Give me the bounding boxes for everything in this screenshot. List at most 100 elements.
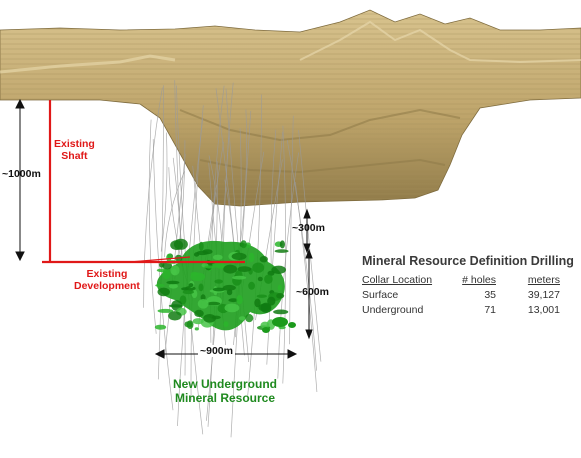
resource-block xyxy=(203,314,217,323)
resource-block xyxy=(162,262,173,270)
resource-block xyxy=(231,252,247,260)
resource-block xyxy=(194,309,204,317)
resource-pod xyxy=(288,322,296,328)
resource-block xyxy=(193,252,200,257)
drill-hole xyxy=(289,115,294,345)
new-resource-label-line1: New Underground xyxy=(173,377,277,391)
pit-shadow-band xyxy=(179,108,461,142)
pit-shadow-band xyxy=(199,158,446,174)
existing-development-label-line1: Existing xyxy=(86,268,128,280)
resource-block xyxy=(197,299,209,309)
resource-block xyxy=(228,298,239,303)
cell-holes: 35 xyxy=(484,288,496,301)
dimension-600m-arrow xyxy=(305,248,313,340)
development-spur xyxy=(129,256,191,263)
new-resource-label-line2: Mineral Resource xyxy=(174,390,276,405)
cell-holes: 71 xyxy=(484,303,496,316)
resource-block xyxy=(196,250,209,256)
header-collar-location: Collar Location xyxy=(362,273,433,286)
resource-block xyxy=(157,287,170,297)
drill-hole xyxy=(225,88,250,363)
resource-block xyxy=(198,283,204,292)
resource-block xyxy=(184,321,193,328)
depth-1000m-label: ~1000m xyxy=(2,168,41,180)
resource-block xyxy=(258,303,271,312)
resource-block xyxy=(260,321,270,329)
resource-block xyxy=(204,265,216,269)
drill-hole xyxy=(286,139,317,371)
table-row: Surface 35 39,127 xyxy=(362,287,560,302)
drilling-summary-table: Mineral Resource Definition Drilling Col… xyxy=(362,254,574,317)
resource-block xyxy=(248,252,255,263)
resource-block xyxy=(182,290,194,295)
resource-block xyxy=(156,268,169,273)
resource-block xyxy=(214,279,223,284)
resource-block xyxy=(259,256,268,263)
resource-block xyxy=(166,280,180,285)
resource-block xyxy=(248,281,256,290)
resource-block xyxy=(277,284,283,291)
existing-development-label: Existing Development xyxy=(74,268,140,292)
resource-block xyxy=(237,266,252,272)
resource-block xyxy=(170,240,184,251)
drill-hole xyxy=(164,171,185,258)
resource-block xyxy=(198,241,204,251)
resource-pod xyxy=(262,327,270,333)
resource-block xyxy=(212,287,225,292)
resource-block xyxy=(168,283,178,289)
resource-pod xyxy=(272,317,288,327)
resource-block xyxy=(155,283,165,287)
drilling-table-title: Mineral Resource Definition Drilling xyxy=(362,254,574,268)
resource-block xyxy=(190,272,206,282)
header-holes: # holes xyxy=(462,273,496,286)
resource-block xyxy=(188,283,194,288)
drill-hole xyxy=(277,152,299,379)
resource-block xyxy=(224,303,240,313)
resource-block xyxy=(264,274,273,284)
resource-block xyxy=(238,316,246,321)
drill-hole xyxy=(266,131,283,365)
drill-hole xyxy=(152,139,174,411)
resource-block xyxy=(254,298,261,308)
resource-block xyxy=(212,254,223,260)
drill-hole xyxy=(148,119,157,334)
drill-hole xyxy=(160,132,168,252)
resource-outline xyxy=(156,240,285,331)
dimension-300m-arrow xyxy=(303,208,311,254)
resource-block xyxy=(222,284,236,291)
existing-shaft-label-line2: Shaft xyxy=(61,150,88,163)
drill-hole xyxy=(143,87,163,308)
resource-block xyxy=(245,314,254,323)
dimension-1000m-arrow xyxy=(15,98,25,262)
resource-block xyxy=(170,265,180,276)
resource-block xyxy=(267,296,276,306)
mineral-resource-body xyxy=(154,238,296,333)
resource-block xyxy=(223,264,238,274)
pit-highlight-ridge xyxy=(299,20,581,64)
existing-development-label-line2: Development xyxy=(74,280,140,293)
resource-block xyxy=(240,240,247,249)
drill-hole xyxy=(164,153,186,357)
resource-block xyxy=(168,311,182,321)
resource-block xyxy=(276,293,285,299)
cell-meters: 39,127 xyxy=(527,288,560,301)
drilling-table-header: Collar Location # holes meters xyxy=(362,272,560,287)
new-resource-label: New Underground Mineral Resource xyxy=(165,377,285,406)
resource-block xyxy=(157,308,174,313)
resource-block xyxy=(279,240,285,249)
pit-bench-texture xyxy=(0,10,581,206)
drill-hole xyxy=(174,140,186,280)
depth-300m-label: ~300m xyxy=(292,222,325,234)
cell-meters: 13,001 xyxy=(527,303,560,316)
cell-location: Surface xyxy=(362,288,399,301)
resource-block xyxy=(271,265,287,274)
resource-block xyxy=(194,327,199,331)
header-meters: meters xyxy=(527,273,560,286)
existing-shaft-label: Existing Shaft xyxy=(54,138,95,162)
resource-block xyxy=(274,249,289,253)
resource-block xyxy=(256,294,267,298)
resource-block xyxy=(166,253,172,262)
resource-block xyxy=(252,262,265,273)
